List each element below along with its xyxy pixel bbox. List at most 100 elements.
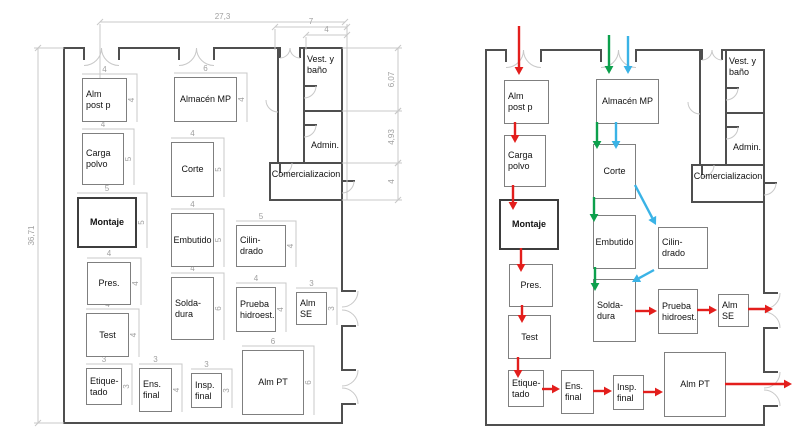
station-alm-se: Alm SE	[296, 292, 327, 325]
svg-text:4: 4	[254, 274, 259, 283]
station-ens-final: Ens. final	[139, 368, 172, 412]
room-label-comercializacion: Comercializacion	[271, 169, 341, 179]
svg-text:4: 4	[131, 281, 140, 286]
svg-text:6,07: 6,07	[387, 71, 396, 87]
station-label-embutido: Embutido	[173, 234, 212, 245]
svg-text:4: 4	[102, 65, 107, 74]
station-label-carga-polvo: Carga polvo	[508, 150, 533, 171]
svg-text:5: 5	[105, 184, 110, 193]
station-label-etiquetado: Etique- tado	[512, 377, 541, 399]
station-label-alm-pt: Alm PT	[680, 379, 710, 390]
station-montaje: Montaje	[499, 199, 559, 250]
station-label-prueba-hidroest: Prueba hidroest.	[662, 300, 697, 322]
station-label-alm-se: Alm SE	[722, 299, 738, 321]
svg-text:3: 3	[309, 279, 314, 288]
station-carga-polvo: Carga polvo	[82, 133, 124, 185]
station-corte: Corte	[593, 144, 636, 199]
station-almacen-mp: Almacén MP	[596, 79, 659, 124]
station-label-almacen-mp: Almacén MP	[179, 94, 232, 105]
station-pres: Pres.	[509, 264, 553, 307]
flow-arrow-red-ens-insp	[593, 386, 612, 396]
station-insp-final: Insp. final	[191, 373, 222, 408]
station-prueba-hidroest: Prueba hidroest.	[658, 289, 698, 334]
station-alm-pt: Alm PT	[664, 352, 726, 417]
station-label-carga-polvo: Carga polvo	[86, 148, 111, 169]
svg-text:5: 5	[124, 156, 133, 161]
svg-text:3: 3	[122, 384, 131, 389]
station-cilindrado: Cilin- drado	[658, 227, 708, 269]
station-etiquetado: Etique- tado	[508, 370, 544, 407]
station-label-corte: Corte	[603, 166, 626, 177]
station-carga-polvo: Carga polvo	[504, 135, 546, 187]
station-alm-post-p: Alm post p	[504, 80, 549, 124]
station-label-alm-post-p: Alm post p	[86, 89, 111, 110]
station-embutido: Embutido	[171, 213, 214, 267]
svg-text:5: 5	[259, 212, 264, 221]
station-pres: Pres.	[87, 262, 131, 305]
station-test: Test	[86, 313, 129, 357]
station-alm-pt: Alm PT	[242, 350, 304, 415]
station-label-pres: Pres.	[520, 280, 542, 291]
station-label-alm-post-p: Alm post p	[508, 91, 533, 112]
svg-text:3: 3	[327, 306, 336, 311]
svg-text:4: 4	[387, 179, 396, 184]
flow-arrow-red-soldadura-prueba	[635, 306, 657, 316]
svg-text:4: 4	[324, 25, 329, 34]
station-insp-final: Insp. final	[613, 375, 644, 410]
station-montaje: Montaje	[77, 197, 137, 248]
station-ens-final: Ens. final	[561, 370, 594, 414]
station-label-cilindrado: Cilin- drado	[662, 237, 686, 258]
station-cilindrado: Cilin- drado	[236, 225, 286, 267]
room-label-admin: Admin.	[733, 142, 762, 152]
station-label-embutido: Embutido	[595, 236, 634, 247]
station-label-insp-final: Insp. final	[195, 379, 215, 401]
station-label-montaje: Montaje	[511, 219, 546, 230]
svg-text:4,93: 4,93	[387, 129, 396, 145]
svg-text:27,3: 27,3	[215, 12, 231, 21]
svg-text:4: 4	[286, 243, 295, 248]
flow-arrow-red-entry	[514, 26, 524, 75]
room-label-admin: Admin.	[311, 140, 340, 150]
station-label-alm-pt: Alm PT	[258, 377, 288, 388]
station-label-alm-se: Alm SE	[300, 297, 316, 319]
station-test: Test	[508, 315, 551, 359]
flow-arrow-red-almse-exit	[748, 304, 773, 314]
station-label-cilindrado: Cilin- drado	[240, 235, 264, 256]
station-label-almacen-mp: Almacén MP	[601, 96, 654, 107]
svg-text:4: 4	[172, 387, 181, 392]
station-embutido: Embutido	[593, 215, 636, 269]
flow-arrow-red-prueba-almse	[697, 305, 717, 315]
plan-dimensioned: 27,37436,716,074,93444455544443334336445…	[27, 12, 402, 427]
station-label-corte: Corte	[181, 164, 204, 175]
flow-arrow-green-entry	[604, 35, 614, 74]
svg-text:6: 6	[271, 337, 276, 346]
station-prueba-hidroest: Prueba hidroest.	[236, 287, 276, 332]
svg-text:6: 6	[203, 64, 208, 73]
svg-text:4: 4	[190, 200, 195, 209]
station-alm-post-p: Alm post p	[82, 78, 127, 122]
svg-text:4: 4	[190, 129, 195, 138]
svg-text:4: 4	[129, 332, 138, 337]
svg-text:3: 3	[204, 360, 209, 369]
station-label-test: Test	[521, 331, 538, 342]
station-label-soldadura: Solda- dura	[597, 299, 624, 321]
svg-text:4: 4	[276, 307, 285, 312]
svg-text:4: 4	[237, 97, 246, 102]
station-label-soldadura: Solda- dura	[175, 297, 202, 319]
station-corte: Corte	[171, 142, 214, 197]
svg-text:6: 6	[304, 380, 313, 385]
flow-arrow-blue-corte-cilindrado	[633, 184, 657, 225]
station-label-etiquetado: Etique- tado	[90, 375, 119, 397]
svg-text:4: 4	[107, 249, 112, 258]
flow-arrow-red-etiquetado-ens	[542, 384, 560, 394]
svg-text:5: 5	[214, 237, 223, 242]
flow-arrow-blue-entry	[623, 36, 633, 74]
svg-text:5: 5	[137, 220, 146, 225]
station-etiquetado: Etique- tado	[86, 368, 122, 405]
svg-text:5: 5	[214, 167, 223, 172]
svg-text:3: 3	[222, 388, 231, 393]
svg-text:7: 7	[309, 17, 314, 26]
station-label-ens-final: Ens. final	[143, 379, 162, 400]
